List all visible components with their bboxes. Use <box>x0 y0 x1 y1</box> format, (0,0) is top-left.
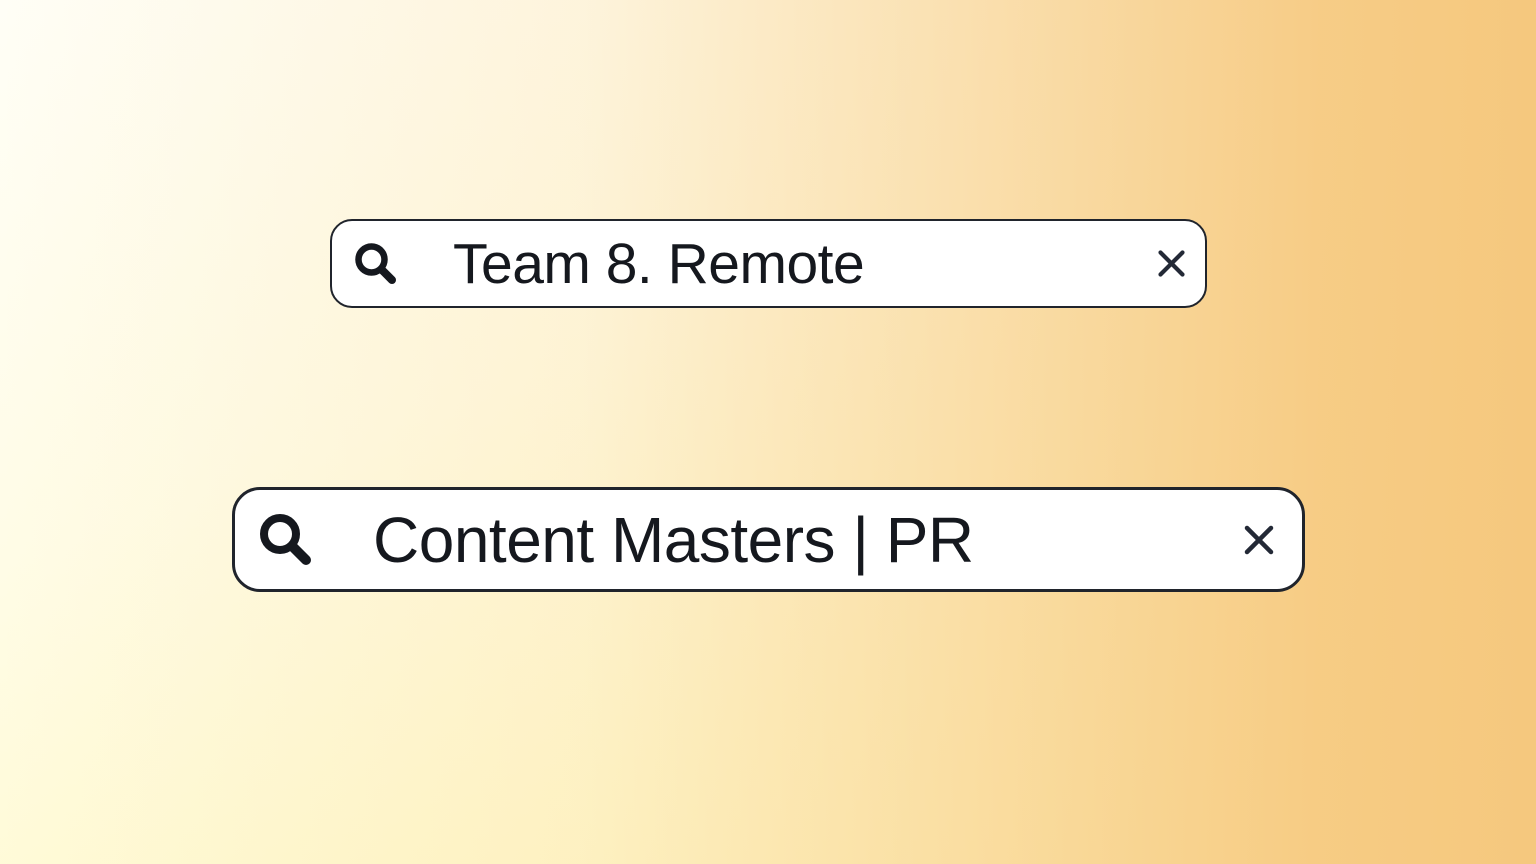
x-icon <box>1242 523 1276 557</box>
search-input-value[interactable]: Team 8. Remote <box>453 231 865 296</box>
search-bar-1[interactable]: Team 8. Remote <box>330 219 1207 308</box>
clear-button[interactable] <box>1242 523 1276 557</box>
search-input-value[interactable]: Content Masters | PR <box>373 503 974 576</box>
x-icon <box>1156 248 1187 279</box>
search-icon <box>353 241 399 287</box>
clear-button[interactable] <box>1156 248 1187 279</box>
search-icon <box>257 511 315 569</box>
search-bar-2[interactable]: Content Masters | PR <box>232 487 1305 592</box>
